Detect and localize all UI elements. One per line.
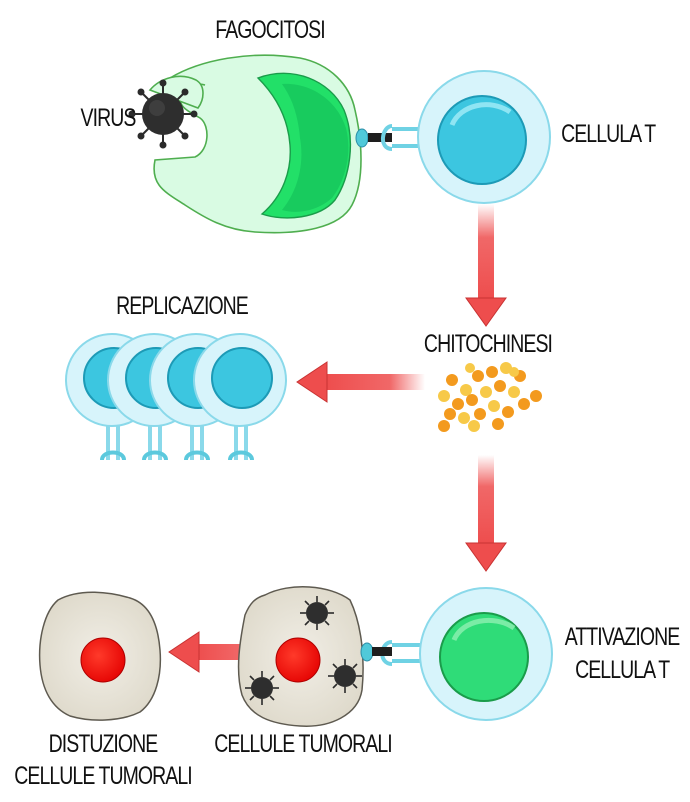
label-distuzione: DISTUZIONE [49,730,158,758]
label-attivazione-cellula-t: CELLULA T [575,656,670,684]
tumor-receptor [360,642,374,662]
arrow-cytokines-to-replication [296,361,425,403]
macrophage-receptor [355,128,369,148]
antigen-connector [368,133,392,142]
replicated-t-cells [65,333,287,461]
tumor-virus-icon-1 [300,596,334,630]
arrow-tcell-to-cytokines [465,204,507,327]
tumor-virus-icon-2 [328,659,362,693]
label-virus: VIRUS [81,104,136,132]
destroyed-tumor-cell [38,591,162,721]
label-attivazione: ATTIVAZIONE [565,623,680,651]
label-fagocitosi: FAGOCITOSI [215,16,324,44]
label-replicazione: REPLICAZIONE [116,292,248,320]
macrophage-cell [148,54,392,234]
destroyed-tumor-nucleus [80,637,126,683]
label-chitochinesi: CHITOCHINESI [424,330,552,358]
t-cell-nucleus [437,95,527,185]
activated-t-cell-nucleus [439,612,529,702]
t-cell [381,70,551,204]
label-distuzione-cellule-tumorali: CELLULE TUMORALI [14,762,191,790]
label-cellula-t: CELLULA T [561,120,656,148]
activated-t-cell [380,587,553,721]
tumor-virus-icon-3 [245,671,279,705]
virus-icon [128,79,198,149]
arrow-cytokines-to-activation [465,455,507,572]
replicated-t-cell-4 [193,333,287,461]
macrophage-nucleus-shade [282,83,349,212]
label-cellule-tumorali: CELLULE TUMORALI [214,730,391,758]
tumor-nucleus [275,637,321,683]
tumor-connector [372,647,392,656]
cytokine-particles [438,362,542,432]
